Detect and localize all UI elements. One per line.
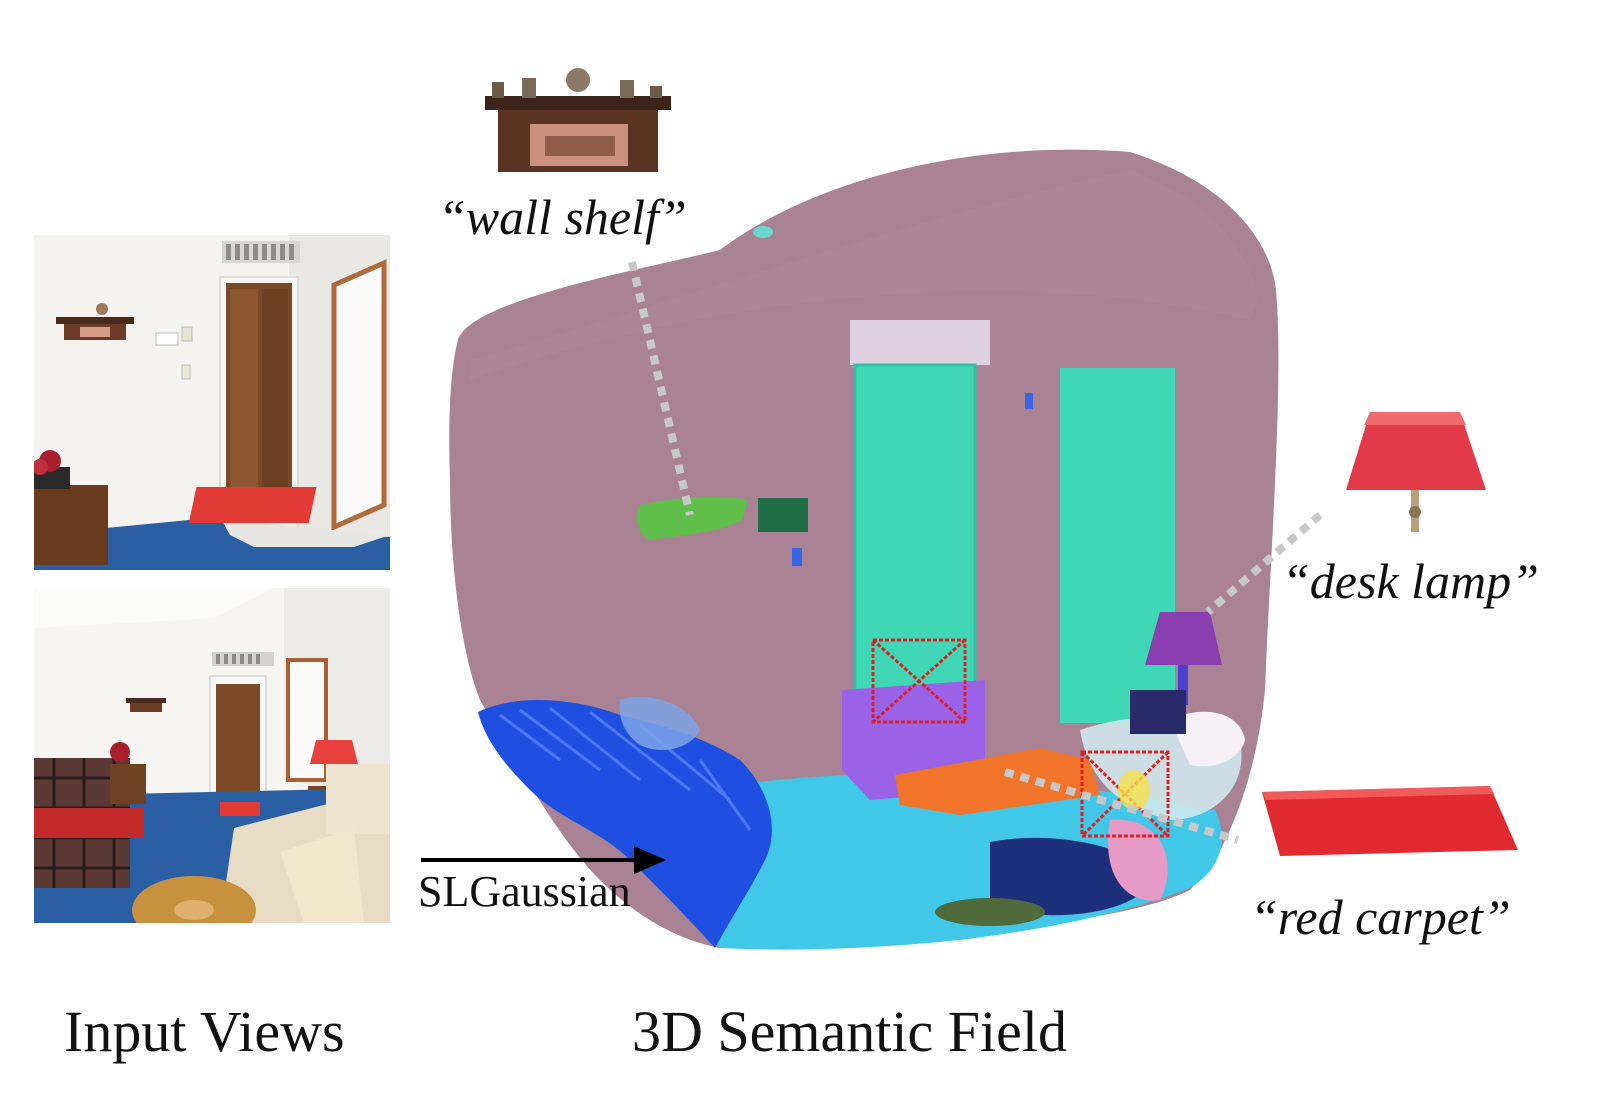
object-crop-red-carpet bbox=[1262, 786, 1518, 856]
semantic-lamp-region bbox=[1145, 612, 1222, 665]
input-view-1-scene bbox=[34, 235, 390, 570]
semantic-sofa-region bbox=[478, 700, 772, 948]
input-view-2 bbox=[34, 588, 390, 923]
semantic-shelf-region bbox=[636, 496, 748, 540]
semantic-field-caption: 3D Semantic Field bbox=[632, 999, 1067, 1064]
input-views-caption: Input Views bbox=[64, 999, 345, 1064]
detection-box-carpet-door bbox=[871, 638, 967, 724]
query-wall-shelf: “wall shelf” bbox=[438, 189, 687, 245]
callout-line-wall-shelf bbox=[628, 261, 694, 516]
object-crop-wall-shelf bbox=[485, 68, 671, 172]
method-arrow bbox=[421, 846, 666, 874]
query-desk-lamp: “desk lamp” bbox=[1282, 553, 1539, 609]
callout-line-red-carpet bbox=[1003, 768, 1240, 844]
query-red-carpet: “red carpet” bbox=[1250, 889, 1511, 945]
input-view-2-scene bbox=[34, 588, 390, 923]
input-view-1 bbox=[34, 235, 390, 570]
object-crop-desk-lamp bbox=[1346, 412, 1486, 532]
method-label: SLGaussian bbox=[418, 867, 631, 916]
semantic-carpet-region bbox=[895, 748, 1100, 815]
callout-line-desk-lamp bbox=[1205, 511, 1323, 616]
semantic-door-right bbox=[1060, 368, 1175, 723]
